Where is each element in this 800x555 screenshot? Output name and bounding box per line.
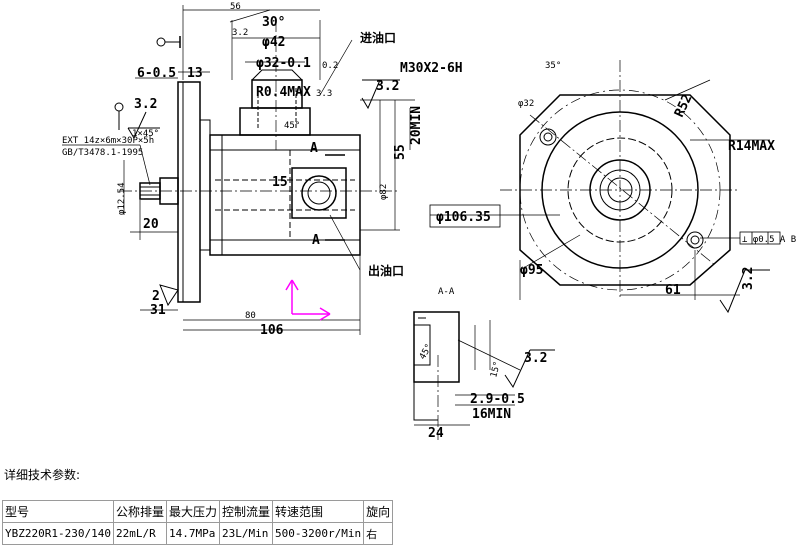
dim-80: 80 (245, 311, 256, 321)
dim-106: 106 (260, 323, 284, 338)
dim-61: 61 (665, 283, 681, 298)
cell-speed-range: 500-3200r/Min (272, 522, 365, 545)
section-aa-title: A-A (438, 287, 455, 297)
dim-phi106-35: φ106.35 (436, 210, 491, 225)
dim-2-9: 2.9-0.5 (470, 392, 525, 407)
rough-3-2e: 3.2 (524, 351, 547, 366)
tolerance-box: ⊥ φ0.5 A B (742, 235, 796, 245)
dim-15: 15 (272, 175, 288, 190)
angle-30: 30° (262, 15, 285, 30)
dim-phi82: φ82 (379, 184, 389, 200)
technical-drawing: 56 30° 3.2 φ42 φ32-0.1 进油口 M30X2-6H 6-0.… (62, 2, 796, 441)
section-a-top: A (310, 141, 318, 156)
rough-3-2b: 3.2 (376, 79, 399, 94)
dim-24: 24 (428, 426, 444, 441)
angle-45: 45° (284, 121, 300, 131)
dim-56: 56 (230, 2, 241, 12)
dim-13: 13 (187, 66, 203, 81)
section-aa-view (413, 311, 555, 440)
dim-phi12-54: φ12.54 (117, 182, 127, 215)
dim-phi42: φ42 (262, 35, 285, 50)
rough-3-2c: 3.2 (134, 97, 157, 112)
chamfer-1x45: 1×45° (132, 129, 159, 139)
cell-control-flow: 23L/Min (218, 522, 274, 545)
table-header-row: 型号 公称排量 最大压力 控制流量 转速范围 旋向 (2, 500, 394, 523)
section-a-bottom: A (312, 233, 320, 248)
spline-standard: GB/T3478.1-1995 (62, 148, 143, 158)
dim-6: 6-0.5 (137, 66, 176, 81)
cursor-arrow-icon (285, 279, 331, 321)
inlet-label: 进油口 (360, 30, 396, 45)
cell-max-pressure: 14.7MPa (165, 522, 221, 545)
dim-phi95: φ95 (520, 263, 543, 278)
specs-caption: 详细技术参数: (4, 468, 81, 482)
angle-35: 35° (545, 61, 561, 71)
dim-20: 20 (143, 217, 159, 232)
rough-3-2: 3.2 (232, 28, 248, 38)
spline-spec: EXT 14z×6m×30P×5h (62, 136, 154, 146)
header-speed-range: 转速范围 (272, 500, 365, 523)
dim-20min: 20MIN (409, 106, 424, 145)
front-view (62, 5, 415, 335)
header-max-pressure: 最大压力 (165, 500, 221, 523)
outlet-label: 出油口 (368, 263, 404, 278)
dim-r04max: R0.4MAX (256, 85, 311, 100)
spec-table: 型号 公称排量 最大压力 控制流量 转速范围 旋向 YBZ220R1-230/1… (2, 500, 394, 545)
cell-rotation: 右 (363, 522, 394, 545)
thread-m30: M30X2-6H (400, 61, 463, 76)
side-view (430, 60, 781, 314)
dim-phi32: φ32-0.1 (256, 56, 311, 71)
dim-31: 31 (150, 303, 166, 318)
dim-55: 55 (393, 144, 408, 160)
header-rotation: 旋向 (363, 500, 394, 523)
dim-r14max: R14MAX (728, 139, 775, 154)
cell-displacement: 22mL/R (112, 522, 167, 545)
dim-0-2: 0.2 (322, 61, 338, 71)
cell-model: YBZ220R1-230/140 (2, 522, 114, 545)
dim-phi32-side: φ32 (518, 99, 534, 109)
angle-15: 15° (489, 360, 503, 378)
table-row: YBZ220R1-230/140 22mL/R 14.7MPa 23L/Min … (2, 522, 394, 545)
drawing-labels: 56 30° 3.2 φ42 φ32-0.1 进油口 M30X2-6H 6-0.… (62, 2, 796, 441)
angle-45-section: 45° (418, 342, 435, 361)
header-displacement: 公称排量 (112, 500, 167, 523)
header-model: 型号 (2, 500, 114, 523)
rough-2: 2 (152, 289, 160, 304)
dim-16min: 16MIN (472, 407, 511, 422)
dim-3-3: 3.3 (316, 89, 332, 99)
rough-3-2d: 3.2 (741, 267, 756, 290)
header-control-flow: 控制流量 (218, 500, 274, 523)
